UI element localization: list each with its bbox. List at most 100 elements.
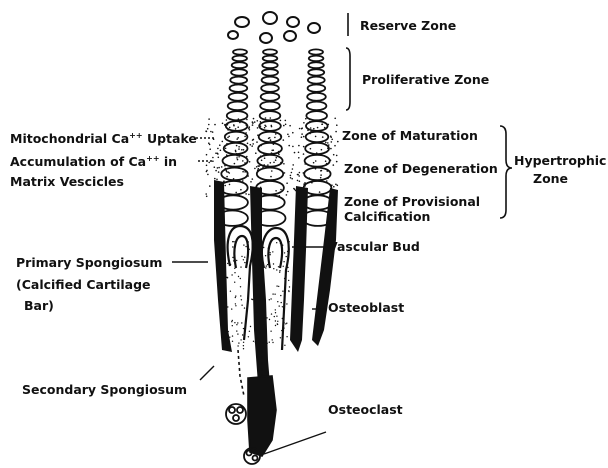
stipple-dot [222, 141, 224, 143]
stipple-dot [231, 308, 232, 309]
stipple-dot [266, 346, 267, 347]
stipple-dot [303, 136, 305, 138]
stipple-dot [240, 295, 241, 296]
stipple-dot [270, 139, 272, 141]
stipple-dot [226, 303, 227, 304]
stipple-dot [240, 189, 242, 191]
stipple-dot [262, 342, 263, 343]
stipple-dot [285, 124, 287, 126]
stipple-dot [255, 271, 256, 272]
stipple-dot [335, 131, 337, 133]
stipple-dot [330, 148, 332, 150]
mito-ca-text: Mitochondrial Ca [10, 131, 129, 146]
stipple-dot [336, 155, 338, 157]
stipple-dot [268, 248, 269, 249]
chondrocyte-cell [308, 85, 326, 92]
stipple-dot [291, 178, 293, 180]
stipple-dot [333, 186, 335, 188]
stipple-dot [288, 291, 289, 292]
stipple-dot [259, 264, 260, 265]
chondrocyte-cell [309, 56, 324, 62]
chondrocyte-cell [230, 85, 248, 92]
stipple-dot [244, 257, 245, 258]
stipple-dot [279, 305, 280, 306]
stipple-dot [268, 262, 269, 263]
stipple-dot [224, 185, 226, 187]
stipple-dot [264, 125, 266, 127]
stipple-dot [227, 333, 228, 334]
stipple-dot [288, 271, 289, 272]
stipple-dot [252, 241, 253, 242]
stipple-dot [299, 180, 301, 182]
chondrocyte-cell [228, 102, 248, 111]
stipple-dot [217, 148, 219, 150]
stipple-dot [236, 260, 237, 261]
stipple-dot [256, 312, 257, 313]
stipple-dot [287, 267, 288, 268]
stipple-dot [303, 153, 305, 155]
stipple-dot [230, 264, 231, 265]
stipple-dot [212, 157, 214, 159]
stipple-dot [282, 318, 283, 319]
stipple-dot [237, 159, 239, 161]
stipple-dot [282, 291, 283, 292]
stipple-dot [277, 324, 278, 325]
stipple-dot [284, 278, 285, 279]
stipple-dot [214, 124, 216, 126]
chondrocyte-cell [224, 143, 248, 154]
stipple-dot [273, 268, 274, 269]
stipple-dot [327, 142, 329, 144]
stipple-dot [334, 118, 336, 120]
stipple-dot [301, 128, 303, 130]
secondary-spongiosum-label: Secondary Spongiosum [22, 384, 187, 397]
stipple-dot [232, 325, 233, 326]
stipple-dot [265, 117, 267, 119]
chondrocyte-cell [257, 168, 283, 181]
stipple-dot [206, 196, 208, 198]
stipple-dot [315, 136, 317, 138]
ca-superscript: ++ [146, 154, 159, 163]
stipple-dot [258, 339, 259, 340]
stipple-dot [264, 127, 266, 129]
stipple-dot [214, 166, 216, 168]
stipple-dot [337, 185, 339, 187]
stipple-dot [299, 128, 301, 130]
stipple-dot [271, 125, 273, 127]
stipple-dot [241, 256, 242, 257]
stipple-dot [234, 163, 236, 165]
chondrocyte-cell [227, 111, 248, 120]
stipple-dot [276, 157, 278, 159]
stipple-dot [251, 299, 252, 300]
stipple-dot [253, 341, 254, 342]
stipple-dot [235, 128, 237, 130]
stipple-dot [292, 146, 294, 148]
stipple-dot [265, 267, 266, 268]
stipple-dot [244, 136, 246, 138]
stipple-dot [288, 280, 289, 281]
stipple-dot [288, 145, 290, 147]
stipple-dot [267, 164, 269, 166]
stipple-dot [206, 165, 208, 167]
stipple-dot [313, 128, 315, 130]
stipple-dot [235, 295, 236, 296]
chondrocyte-cell [309, 49, 323, 54]
stipple-dot [274, 137, 276, 139]
zone-provisional-label: Zone of Provisional [344, 196, 480, 209]
stipple-dot [206, 171, 208, 173]
stipple-dot [269, 342, 270, 343]
bar-label: Bar) [24, 300, 54, 313]
accum-ca-text: Accumulation of Ca [10, 154, 146, 169]
stipple-dot [313, 162, 315, 164]
stipple-dot [284, 322, 285, 323]
stipple-dot [275, 320, 276, 321]
stipple-dot [335, 184, 337, 186]
stipple-dot [252, 124, 254, 126]
stipple-dot [289, 286, 290, 287]
stipple-dot [322, 136, 324, 138]
calcified-cartilage-label: (Calcified Cartilage [16, 279, 151, 292]
stipple-dot [254, 121, 256, 123]
stipple-dot [227, 277, 228, 278]
stipple-dot [270, 331, 271, 332]
stipple-dot [270, 242, 271, 243]
chondrocyte-cell [306, 111, 327, 120]
